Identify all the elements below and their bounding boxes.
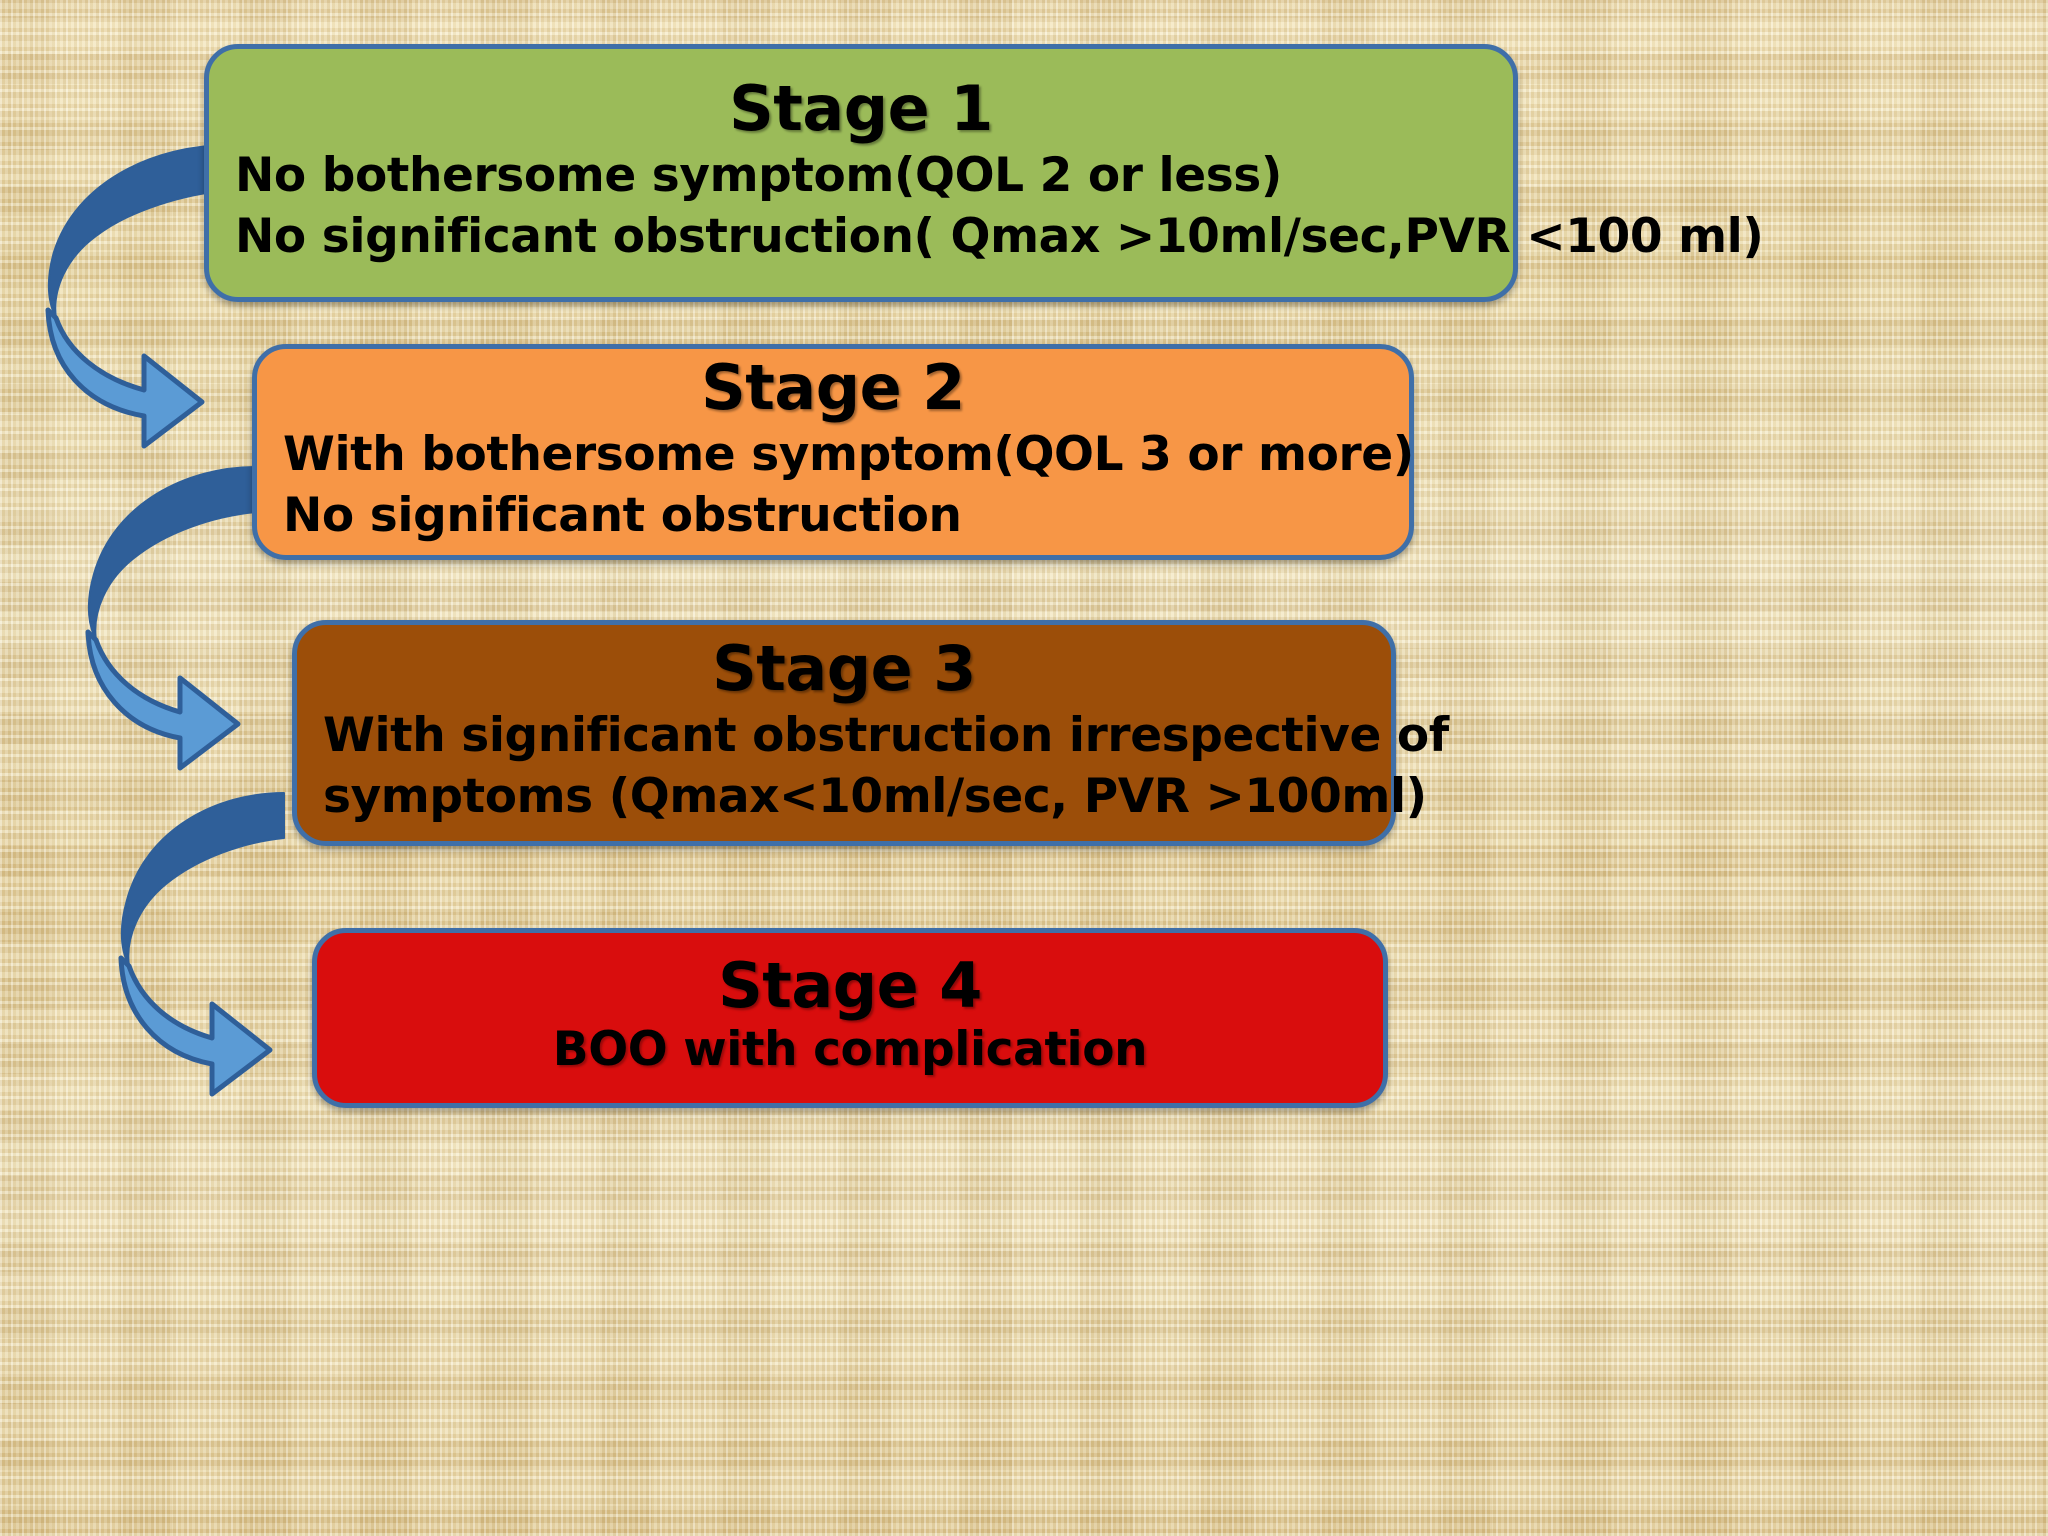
stage-2-line-2: No significant obstruction: [283, 487, 962, 543]
stage-4-line-1: BOO with complication: [552, 1022, 1148, 1078]
stage-3-title: Stage 3: [712, 632, 976, 706]
stage-3-box[interactable]: Stage 3 With significant obstruction irr…: [292, 620, 1449, 846]
curved-arrow-lower-band: [85, 629, 241, 771]
curved-arrow-lower-band: [45, 307, 205, 449]
stage-1-line-1: No bothersome symptom(QOL 2 or less): [235, 147, 1282, 203]
stage-3-line-1: With significant obstruction irrespectiv…: [323, 707, 1449, 763]
curved-arrow-upper-band: [120, 792, 285, 967]
stage-4-box[interactable]: Stage 4 BOO with complication: [312, 928, 1388, 1108]
curved-arrow-lower-band: [118, 955, 273, 1097]
curved-arrow-upper-band: [87, 466, 257, 641]
stage-2-line-1: With bothersome symptom(QOL 3 or more): [283, 426, 1414, 482]
stage-1-title: Stage 1: [729, 72, 993, 146]
stage-1-line-2: No significant obstruction( Qmax >10ml/s…: [235, 208, 1764, 264]
stage-2-title: Stage 2: [701, 351, 965, 425]
stage-2-box[interactable]: Stage 2 With bothersome symptom(QOL 3 or…: [252, 344, 1414, 560]
curved-arrow-upper-band: [47, 144, 231, 319]
stage-4-title: Stage 4: [718, 949, 982, 1022]
stage-1-box[interactable]: Stage 1 No bothersome symptom(QOL 2 or l…: [204, 44, 1764, 302]
stage-3-line-2: symptoms (Qmax<10ml/sec, PVR >100ml): [323, 768, 1427, 824]
